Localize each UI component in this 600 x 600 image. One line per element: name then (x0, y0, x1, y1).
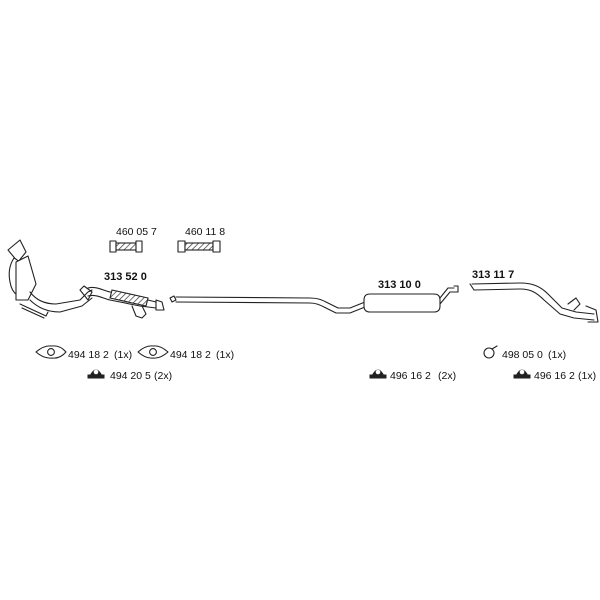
catalytic-converter-drawing (7, 239, 93, 319)
hanger-1-part-number: 494 20 5 (110, 370, 151, 382)
clamp-part-number: 498 05 0 (502, 349, 543, 361)
middle-silencer-part-number: 313 10 0 (378, 279, 421, 291)
hanger-1-quantity: (2x) (154, 370, 172, 382)
rubber-hanger-3-icon (513, 369, 531, 379)
gasket-1-part-number: 494 18 2 (68, 349, 109, 361)
rubber-hanger-1-icon (87, 369, 105, 379)
gasket-2-part-number: 494 18 2 (170, 349, 211, 361)
flex-pipe-1-part-number: 460 05 7 (116, 226, 157, 238)
gasket-1-quantity: (1x) (114, 349, 132, 361)
gasket-2-quantity: (1x) (216, 349, 234, 361)
gasket-2-icon (137, 345, 169, 359)
rubber-hanger-2-icon (369, 369, 387, 379)
hanger-3-quantity: (1x) (578, 370, 596, 382)
hanger-3-part-number: 496 16 2 (534, 370, 575, 382)
flex-pipe-1-drawing (109, 240, 143, 253)
middle-pipe-drawing (169, 295, 371, 314)
clamp-quantity: (1x) (548, 349, 566, 361)
gasket-1-icon (35, 345, 67, 359)
downpipe-part-number: 313 52 0 (104, 271, 147, 283)
middle-silencer-drawing (363, 285, 459, 313)
tail-pipe-part-number: 313 11 7 (472, 269, 514, 281)
hanger-2-quantity: (2x) (438, 370, 456, 382)
flex-pipe-2-part-number: 460 11 8 (185, 226, 225, 238)
hanger-2-part-number: 496 16 2 (390, 370, 431, 382)
pipe-clamp-icon (483, 345, 498, 359)
flex-pipe-2-drawing (177, 240, 221, 253)
tail-pipe-drawing (469, 282, 599, 323)
downpipe-drawing (87, 286, 165, 319)
